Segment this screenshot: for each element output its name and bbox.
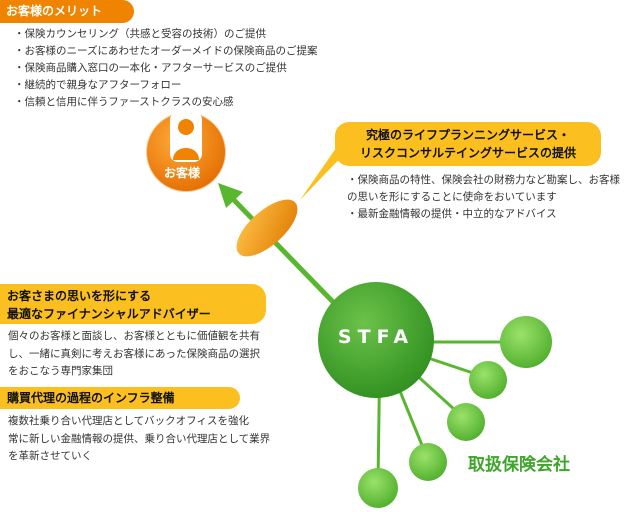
arrow-to-customer — [218, 183, 337, 306]
stfa-circle — [318, 282, 434, 398]
merit-item: 保険カウンセリング（共感と受容の技術）のご提供 — [14, 26, 318, 43]
advisor-title: お客さまの思いを形にする 最適なファイナンシャルアドバイザー — [0, 284, 266, 324]
orange-disk — [236, 199, 298, 257]
service-item: 最新金融情報の提供・中立的なアドバイス — [347, 206, 623, 223]
insurers-label: 取扱保険会社 — [468, 455, 570, 475]
merit-item: 継続的で親身なアフターフォロー — [14, 77, 318, 94]
merit-item: 保険商品購入窓口の一本化・アフターサービスのご提供 — [14, 60, 318, 77]
service-list: 保険商品の特性、保険会社の財務力など勘案し、お客様の思いを形にすることに使命をお… — [347, 172, 623, 223]
insurer-circles — [358, 316, 552, 508]
customer-label: お客様 — [163, 166, 200, 180]
person-icon — [170, 112, 202, 162]
service-item: 保険商品の特性、保険会社の財務力など勘案し、お客様の思いを形にすることに使命をお… — [347, 172, 623, 206]
advisor-body: 個々のお客様と面談し、お客様とともに価値観を共有 し、一緒に真剣に考えお客様にあ… — [8, 330, 260, 377]
merit-item: 信頼と信用に伴うファーストクラスの安心感 — [14, 94, 318, 111]
stfa-label: STFA — [337, 326, 415, 348]
infra-body: 複数社乗り合い代理店としてバックオフィスを強化 常に新しい金融情報の提供、乗り合… — [8, 415, 271, 462]
merit-title: お客様のメリット — [0, 0, 134, 23]
infra-title: 購買代理の過程のインフラ整備 — [0, 387, 240, 409]
service-title: 究極のライフプランニングサービス・ リスクコンサルテイングサービスの提供 — [335, 122, 601, 166]
merit-list: 保険カウンセリング（共感と受容の技術）のご提供 お客様のニーズにあわせたオーダー… — [14, 26, 318, 111]
merit-item: お客様のニーズにあわせたオーダーメイドの保険商品のご提案 — [14, 43, 318, 60]
